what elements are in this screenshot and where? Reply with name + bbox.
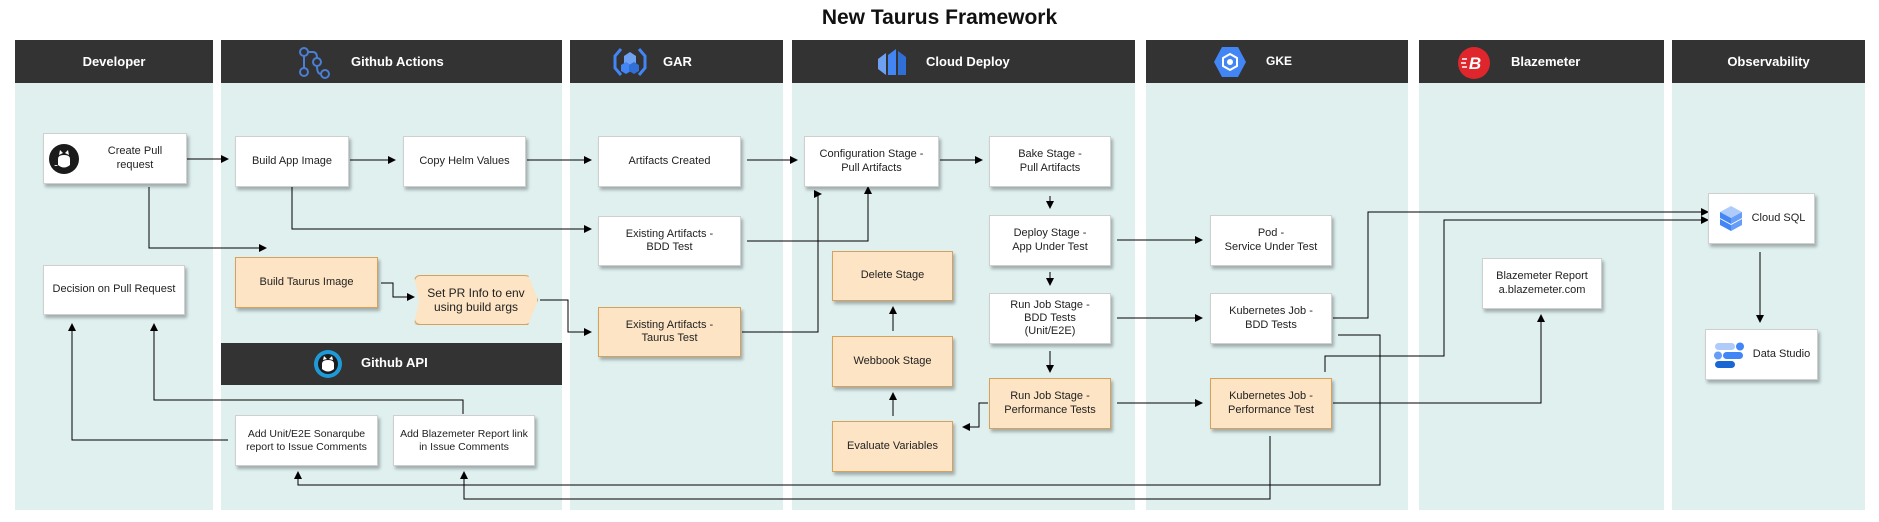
lane-header: B Blazemeter <box>1419 40 1664 83</box>
node-label: Artifacts Created <box>628 154 711 167</box>
node-label: Evaluate Variables <box>847 439 938 452</box>
node-label: Webbook Stage <box>853 354 932 367</box>
node-label: Deploy Stage - App Under Test <box>1012 227 1088 253</box>
node-label: Build App Image <box>251 154 333 167</box>
node-evaluate-variables[interactable]: Evaluate Variables <box>832 421 953 472</box>
node-label: Copy Helm Values <box>419 154 510 167</box>
lane-header: GKE <box>1146 40 1408 83</box>
node-label: Kubernetes Job - BDD Tests <box>1229 305 1313 331</box>
lane-title: Observability <box>1727 54 1810 69</box>
node-add-blazemeter-link[interactable]: Add Blazemeter Report link in Issue Comm… <box>393 415 535 466</box>
edge-blazelink-decision <box>150 323 464 414</box>
sublane-title: Github API <box>361 355 428 370</box>
lane-header: Observability <box>1672 40 1865 83</box>
node-build-app-image[interactable]: Build App Image <box>235 136 349 187</box>
lane-title: GAR <box>663 54 692 69</box>
node-label: Kubernetes Job - Performance Test <box>1227 390 1314 416</box>
node-label: Run Job Stage - BDD Tests (Unit/E2E) <box>1010 298 1090 338</box>
node-pod-service[interactable]: Pod - Service Under Test <box>1210 215 1332 266</box>
node-label: Run Job Stage - Performance Tests <box>1004 390 1096 416</box>
lane-title: Cloud Deploy <box>926 54 1010 69</box>
edge-k8sperf-blazelink <box>460 436 1271 500</box>
node-cloud-sql[interactable]: Cloud SQL <box>1708 193 1815 244</box>
edge-buildtaurus-setpr <box>381 282 415 301</box>
node-label: Pod - Service Under Test <box>1224 227 1318 253</box>
node-label: Existing Artifacts - Taurus Test <box>625 318 714 344</box>
node-k8s-job-performance[interactable]: Kubernetes Job - Performance Test <box>1210 378 1332 429</box>
node-label: Build Taurus Image <box>259 275 354 288</box>
cloud-deploy-icon <box>876 47 908 80</box>
lane-title: Github Actions <box>351 54 444 69</box>
lane-header: GAR <box>570 40 783 83</box>
edge-k8sperf-blazemeter <box>1333 314 1545 404</box>
lane-header: Developer <box>15 40 213 83</box>
lane-title: Blazemeter <box>1511 54 1581 69</box>
edge-k8sbdd-cloudsql <box>1333 208 1709 319</box>
lane-title: Developer <box>82 54 146 69</box>
cloud-sql-icon <box>1718 204 1744 234</box>
github-icon <box>48 143 80 175</box>
page-title: New Taurus Framework <box>821 6 1058 29</box>
workflow-icon <box>297 45 331 82</box>
node-label: Data Studio <box>1752 347 1811 360</box>
edge-existingbdd-config <box>747 186 872 242</box>
node-set-pr-info[interactable]: Set PR Info to env using build args <box>414 275 538 325</box>
node-delete-stage[interactable]: Delete Stage <box>832 251 953 301</box>
node-decision-pull-request[interactable]: Decision on Pull Request <box>43 265 185 315</box>
lane-gke: GKE <box>1146 40 1408 510</box>
node-bake-stage[interactable]: Bake Stage - Pull Artifacts <box>989 136 1111 187</box>
edge-existingtaurus-config <box>742 190 822 333</box>
node-blazemeter-report[interactable]: Blazemeter Report a.blazemeter.com <box>1482 258 1602 309</box>
node-label: Add Unit/E2E Sonarqube report to Issue C… <box>246 427 367 453</box>
edge-k8sperf-cloudsql <box>1324 216 1709 372</box>
edge-unit-decision <box>68 323 228 441</box>
node-existing-artifacts-taurus[interactable]: Existing Artifacts - Taurus Test <box>598 307 741 357</box>
edge-setpr-existingtaurus <box>540 299 592 336</box>
node-label: Delete Stage <box>860 269 925 282</box>
edge-buildapp-existingbdd <box>291 185 592 233</box>
node-label: Blazemeter Report a.blazemeter.com <box>1496 270 1588 296</box>
node-label: Bake Stage - Pull Artifacts <box>1018 148 1082 174</box>
node-label: Add Blazemeter Report link in Issue Comm… <box>400 427 528 453</box>
node-label: Decision on Pull Request <box>52 283 176 296</box>
node-artifacts-created[interactable]: Artifacts Created <box>598 136 741 187</box>
node-run-bdd-stage[interactable]: Run Job Stage - BDD Tests (Unit/E2E) <box>989 293 1111 344</box>
node-label: Cloud SQL <box>1751 211 1806 224</box>
node-label: Existing Artifacts - BDD Test <box>625 227 714 253</box>
data-studio-icon <box>1713 340 1745 370</box>
lane-header: Github Actions <box>221 40 562 83</box>
blazemeter-logo: B <box>1457 46 1491 83</box>
gke-icon <box>1212 45 1248 82</box>
sublane-header-github-api: Github API <box>221 343 562 385</box>
node-label: Create Pull request <box>107 145 163 171</box>
node-add-unit-e2e-report[interactable]: Add Unit/E2E Sonarqube report to Issue C… <box>235 415 378 466</box>
lane-observability: Observability <box>1672 40 1865 510</box>
lane-gar: GAR <box>570 40 783 510</box>
node-deploy-stage[interactable]: Deploy Stage - App Under Test <box>989 215 1111 266</box>
node-run-performance-stage[interactable]: Run Job Stage - Performance Tests <box>989 378 1111 429</box>
node-data-studio[interactable]: Data Studio <box>1705 329 1818 380</box>
edge-runperf-evaluate <box>962 402 988 431</box>
node-label: Set PR Info to env using build args <box>427 285 525 314</box>
lane-header: Cloud Deploy <box>792 40 1135 83</box>
node-label: Configuration Stage - Pull Artifacts <box>819 148 924 174</box>
node-webhook-stage[interactable]: Webbook Stage <box>832 336 953 387</box>
artifact-registry-icon <box>612 46 648 81</box>
node-k8s-job-bdd[interactable]: Kubernetes Job - BDD Tests <box>1210 293 1332 344</box>
node-create-pull-request[interactable]: Create Pull request <box>43 133 187 184</box>
node-configuration-stage[interactable]: Configuration Stage - Pull Artifacts <box>804 136 939 187</box>
node-existing-artifacts-bdd[interactable]: Existing Artifacts - BDD Test <box>598 216 741 266</box>
edge-createpr-buildtaurus <box>148 187 267 252</box>
edge-k8sbdd-unit <box>294 334 1381 486</box>
svg-text:B: B <box>1469 54 1481 73</box>
lane-title: GKE <box>1266 54 1293 68</box>
node-copy-helm-values[interactable]: Copy Helm Values <box>403 136 526 187</box>
github-icon <box>313 349 343 382</box>
node-build-taurus-image[interactable]: Build Taurus Image <box>235 257 378 308</box>
